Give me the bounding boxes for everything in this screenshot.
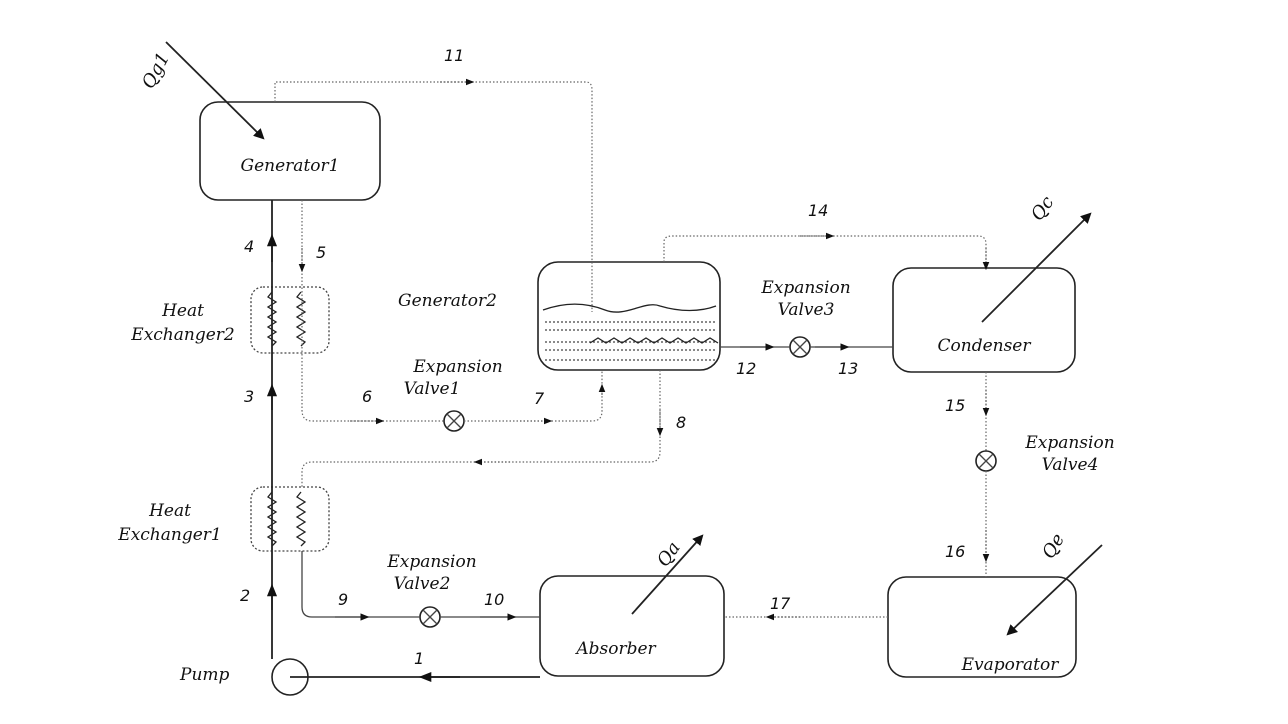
expansion-valve1 [443, 410, 465, 432]
hx1-label-line2: Exchanger1 [117, 525, 221, 545]
line-11 [274, 81, 593, 312]
state-13: 13 [838, 359, 858, 378]
heat-arrow-qa [631, 534, 704, 615]
expansion-valve3 [789, 336, 811, 358]
expansion-valve4 [975, 450, 997, 472]
qg1-label: Qg1 [138, 49, 174, 92]
state-3: 3 [244, 387, 254, 406]
pump-label: Pump [179, 665, 230, 685]
generator1-box [199, 101, 381, 201]
generator1-label: Generator1 [241, 156, 340, 176]
ev4-label-line2: Valve4 [1042, 455, 1099, 475]
heat-arrow-qg1 [165, 41, 265, 140]
expansion-valve2 [419, 606, 441, 628]
evaporator-box [887, 576, 1077, 678]
heat-arrow-qe [1006, 544, 1103, 636]
line-8 [301, 370, 661, 487]
state-6: 6 [362, 387, 372, 406]
hx2-label-line2: Exchanger2 [130, 325, 234, 345]
line-5-6-7 [301, 200, 444, 422]
state-4: 4 [244, 237, 254, 256]
evaporator-label: Evaporator [961, 655, 1060, 675]
state-15: 15 [945, 396, 965, 415]
ev1-label-line2: Valve1 [404, 379, 461, 399]
generator2-label: Generator2 [398, 291, 497, 311]
state-1: 1 [414, 649, 424, 668]
ev3-label-line1: Expansion [760, 278, 850, 298]
state-11: 11 [444, 46, 464, 65]
state-8: 8 [676, 413, 686, 432]
heat-exchanger1 [250, 486, 330, 552]
state-17: 17 [770, 594, 791, 613]
line-9-10 [301, 551, 420, 618]
hx1-label-line1: Heat [148, 501, 191, 521]
hx2-label-line1: Heat [161, 301, 204, 321]
state-5: 5 [316, 243, 326, 262]
heat-arrow-qc [981, 212, 1092, 323]
state-14: 14 [808, 201, 828, 220]
condenser-label: Condenser [938, 336, 1032, 356]
state-9: 9 [338, 590, 348, 609]
line-14 [663, 235, 987, 268]
heat-exchanger2 [250, 286, 330, 354]
absorber-box [539, 575, 725, 677]
ev4-label-line1: Expansion [1024, 433, 1114, 453]
state-10: 10 [484, 590, 504, 609]
qe-label: Qe [1038, 530, 1069, 563]
state-12: 12 [736, 359, 756, 378]
qc-label: Qc [1027, 192, 1058, 224]
generator2-tank [537, 261, 721, 371]
ev2-label-line2: Valve2 [394, 574, 451, 594]
state-2: 2 [240, 586, 250, 605]
ev1-label-line1: Expansion [412, 357, 502, 377]
ev2-label-line1: Expansion [386, 552, 476, 572]
qa-label: Qa [653, 538, 685, 571]
state-16: 16 [945, 542, 965, 561]
ev3-label-line2: Valve3 [778, 300, 835, 320]
absorber-label: Absorber [574, 639, 656, 659]
state-7: 7 [534, 389, 545, 408]
